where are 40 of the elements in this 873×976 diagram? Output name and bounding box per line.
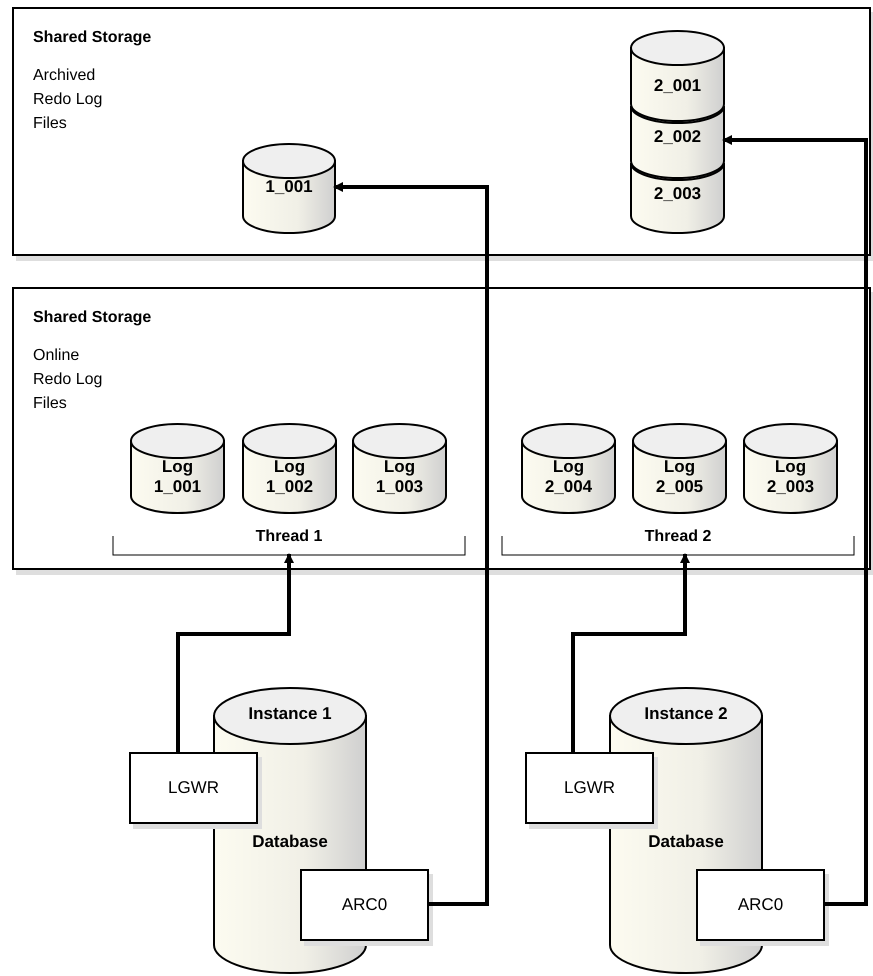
database-label: Database xyxy=(648,831,724,853)
arrow xyxy=(333,182,489,906)
arrow xyxy=(176,553,294,752)
panel-heading: Shared Storage xyxy=(33,28,152,48)
thread-bracket xyxy=(501,526,855,556)
file-label: 1_001 xyxy=(264,177,314,197)
file-label: 2_001 xyxy=(652,76,702,96)
cylinder xyxy=(242,423,337,514)
process-label: LGWR xyxy=(168,777,219,800)
thread-label: Thread 2 xyxy=(644,527,712,547)
thread-bracket xyxy=(112,526,466,556)
cylinder-segment xyxy=(630,162,725,234)
cylinder xyxy=(352,423,447,514)
file-label: Log 1_001 xyxy=(152,457,202,497)
panel-description: Online Redo Log Files xyxy=(33,346,104,414)
database-label: Database xyxy=(252,831,328,853)
cylinder xyxy=(743,423,838,514)
process-label: LGWR xyxy=(564,777,615,800)
file-label: Log 2_005 xyxy=(654,457,704,497)
cylinder xyxy=(130,423,225,514)
instance-label: Instance 2 xyxy=(644,703,728,725)
panel-description: Archived Redo Log Files xyxy=(33,66,104,134)
cylinder-segment xyxy=(630,30,725,122)
thread-label: Thread 1 xyxy=(256,527,322,547)
panel-heading: Shared Storage xyxy=(33,308,152,328)
file-label: Log 2_003 xyxy=(766,457,816,497)
process-label: ARC0 xyxy=(738,894,784,916)
arrow xyxy=(571,553,690,752)
process-label: ARC0 xyxy=(342,894,388,916)
instance-label: Instance 1 xyxy=(248,703,332,725)
file-label: Log 1_002 xyxy=(264,457,314,497)
cylinder xyxy=(521,423,616,514)
cylinder-segment xyxy=(630,105,725,179)
cylinder xyxy=(242,143,336,234)
cylinder xyxy=(632,423,727,514)
file-label: Log 2_004 xyxy=(544,457,594,497)
file-label: 2_003 xyxy=(652,184,702,204)
file-label: 2_002 xyxy=(652,127,702,147)
file-label: Log 1_003 xyxy=(374,457,424,497)
arrow xyxy=(722,135,868,906)
